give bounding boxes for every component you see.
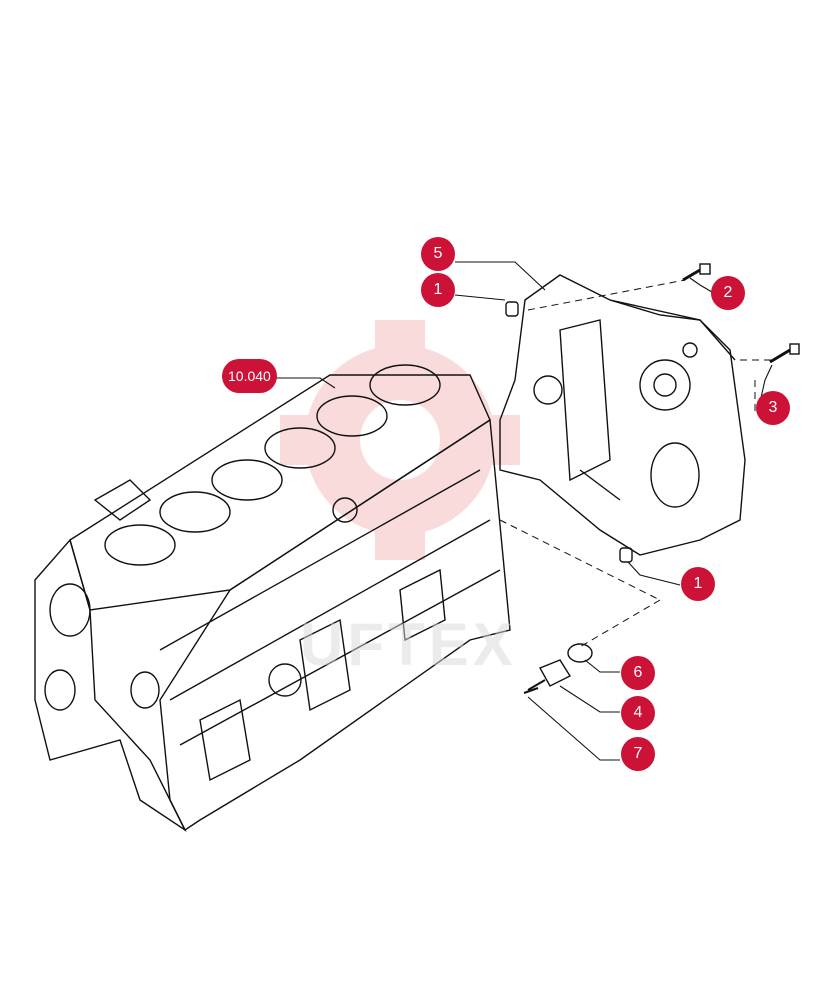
plug-lower (619, 547, 633, 563)
callout-6[interactable]: 6 (621, 656, 655, 690)
watermark-gear-icon (280, 320, 520, 560)
callout-4[interactable]: 4 (621, 696, 655, 730)
callout-reference-10040[interactable]: 10.040 (222, 359, 277, 393)
callout-3[interactable]: 3 (756, 391, 790, 425)
callout-1-lower[interactable]: 1 (681, 567, 715, 601)
callout-1-upper[interactable]: 1 (421, 273, 455, 307)
timing-cover (499, 274, 746, 556)
callout-5[interactable]: 5 (421, 237, 455, 271)
engine-block (34, 364, 511, 833)
dashed-assembly-lines (499, 279, 775, 649)
callout-7[interactable]: 7 (621, 737, 655, 771)
leader-lines (260, 261, 773, 761)
plug-upper (505, 301, 519, 317)
watermark-text: UFTEX (300, 611, 517, 678)
small-parts (505, 263, 800, 694)
callout-2[interactable]: 2 (711, 276, 745, 310)
